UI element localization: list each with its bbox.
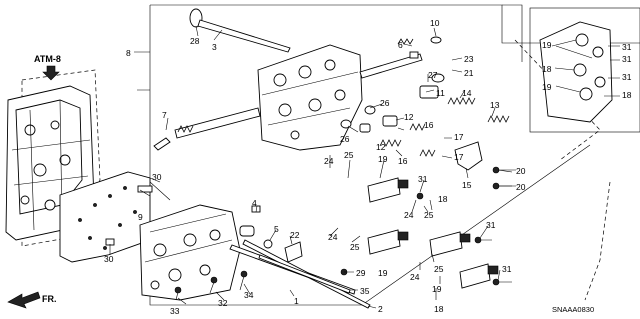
callout-21: 21: [464, 68, 474, 78]
callout-30-b: 30: [104, 254, 114, 264]
callout-12-upper: 12: [404, 112, 414, 122]
inset-callout-31-a: 31: [622, 42, 632, 52]
shift-shaft: [189, 8, 291, 53]
section-ref-arrow: [42, 65, 60, 81]
callout-4: 4: [252, 198, 257, 208]
front-arrow-icon: [7, 291, 41, 309]
long-bolts: [229, 239, 371, 309]
callout-31-a: 31: [418, 174, 428, 184]
shift-solenoid-d: [459, 263, 499, 289]
callout-17-upper: 17: [454, 132, 464, 142]
inset-callout-18-a: 18: [542, 64, 552, 74]
callout-2: 2: [378, 304, 383, 314]
callout-35: 35: [360, 286, 370, 296]
callout-19-c: 19: [432, 284, 442, 294]
leader-lines: [109, 25, 513, 309]
main-frame-right: [502, 4, 523, 62]
callout-26-upper: 26: [380, 98, 390, 108]
callout-32: 32: [218, 298, 228, 308]
callout-26-lower: 26: [340, 134, 350, 144]
callout-33: 33: [170, 306, 180, 316]
inset-callout-18-b: 18: [622, 90, 632, 100]
inset-callout-19-a: 19: [542, 40, 552, 50]
callout-24-d: 24: [410, 272, 420, 282]
lower-valve-body: [139, 204, 241, 301]
diagram-code: SNAAA0830: [552, 305, 594, 314]
callout-20-b: 20: [516, 182, 526, 192]
callout-25-b: 25: [424, 210, 434, 220]
callout-labels: 28 3 10 6 23 21 27 11 14 13 26 26 12 12 …: [104, 18, 632, 316]
callout-24-a: 24: [324, 156, 334, 166]
callout-25-c: 25: [350, 242, 360, 252]
callout-16-lower: 16: [398, 156, 408, 166]
callout-24-c: 24: [328, 232, 338, 242]
bracket-15: [454, 141, 483, 171]
section-ref-box: [30, 52, 72, 65]
callout-22: 22: [290, 230, 300, 240]
callout-10: 10: [430, 18, 440, 28]
callout-30-a: 30: [152, 172, 162, 182]
front-label: FR.: [42, 294, 57, 304]
callout-17-lower: 17: [454, 152, 464, 162]
callout-13: 13: [490, 100, 500, 110]
callout-27: 27: [428, 70, 438, 80]
callout-8: 8: [126, 48, 131, 58]
inset-box: [529, 7, 640, 133]
callout-11: 11: [436, 88, 445, 98]
callout-24-b: 24: [404, 210, 414, 220]
callout-31-b: 31: [486, 220, 496, 230]
springs-right: [379, 97, 510, 157]
small-hardware-lower: [105, 137, 348, 301]
callout-25-d: 25: [434, 264, 444, 274]
callout-25-a: 25: [344, 150, 354, 160]
valve-spool-long: [174, 107, 261, 139]
callout-20-a: 20: [516, 166, 526, 176]
callout-19-a: 19: [378, 154, 388, 164]
callout-18-b: 18: [434, 304, 444, 314]
callout-28: 28: [190, 36, 200, 46]
callout-3: 3: [212, 42, 217, 52]
callout-7: 7: [162, 110, 167, 120]
shift-solenoid-c: [429, 231, 471, 257]
separator-dashes: [514, 39, 611, 301]
section-ref: ATM-8: [34, 54, 61, 64]
callout-18-a: 18: [438, 194, 448, 204]
inset-callout-19-b: 19: [542, 82, 552, 92]
callout-5: 5: [274, 224, 279, 234]
callout-23: 23: [464, 54, 474, 64]
callout-9: 9: [138, 212, 143, 222]
valve-spool-upper: [359, 38, 423, 79]
callout-15: 15: [462, 180, 472, 190]
callout-6: 6: [398, 40, 403, 50]
callout-19-b: 19: [378, 268, 388, 278]
callout-34: 34: [244, 290, 254, 300]
callout-29: 29: [356, 268, 366, 278]
shift-solenoid-b: [367, 229, 409, 255]
inset-detail: [539, 21, 620, 123]
callout-16-upper: 16: [424, 120, 434, 130]
callout-31-c: 31: [502, 264, 512, 274]
callout-12-lower: 12: [376, 142, 386, 152]
inset-callout-31-c: 31: [622, 72, 632, 82]
separator-plate: [59, 171, 151, 263]
shift-solenoid-a: [367, 177, 409, 203]
callout-1: 1: [294, 296, 299, 306]
inset-callout-31-b: 31: [622, 54, 632, 64]
callout-14: 14: [462, 88, 472, 98]
sleeves-and-plugs: [340, 36, 445, 133]
